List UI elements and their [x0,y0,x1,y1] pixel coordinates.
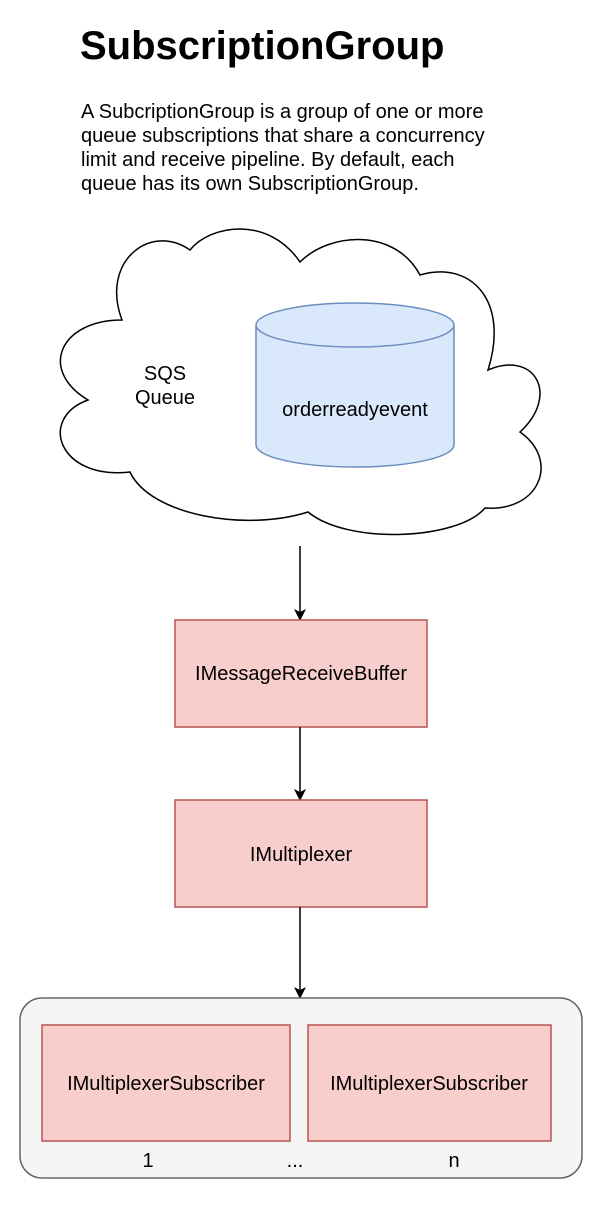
subscriber-box-n: IMultiplexerSubscriber [307,1024,552,1142]
receive-buffer-label: IMessageReceiveBuffer [195,663,407,685]
cloud-label-line-2: Queue [135,387,195,409]
description-line-3: limit and receive pipeline. By default, … [81,149,455,171]
subscriber-index-n: n [448,1150,459,1172]
subscriber-ellipsis: ... [287,1150,304,1172]
queue-label: orderreadyevent [282,399,428,421]
subscriber-index-1: 1 [142,1150,153,1172]
description: A SubcriptionGroup is a group of one or … [81,100,541,196]
description-line-1: A SubcriptionGroup is a group of one or … [81,101,484,123]
subscriber-group: IMultiplexerSubscriber IMultiplexerSubsc… [19,997,583,1179]
receive-buffer-box: IMessageReceiveBuffer [174,619,428,728]
subscriber-box-1: IMultiplexerSubscriber [41,1024,291,1142]
subscriber-label-n: IMultiplexerSubscriber [330,1073,528,1095]
multiplexer-box: IMultiplexer [174,799,428,908]
subscriber-label-1: IMultiplexerSubscriber [67,1073,265,1095]
cylinder-top [255,302,455,348]
description-line-2: queue subscriptions that share a concurr… [81,125,485,147]
queue-cylinder: orderreadyevent [255,302,455,468]
multiplexer-label: IMultiplexer [250,844,353,866]
cloud-label-line-1: SQS [144,363,186,385]
description-line-4: queue has its own SubscriptionGroup. [81,173,419,195]
page-title: SubscriptionGroup [80,24,445,68]
cylinder-body [255,325,455,468]
